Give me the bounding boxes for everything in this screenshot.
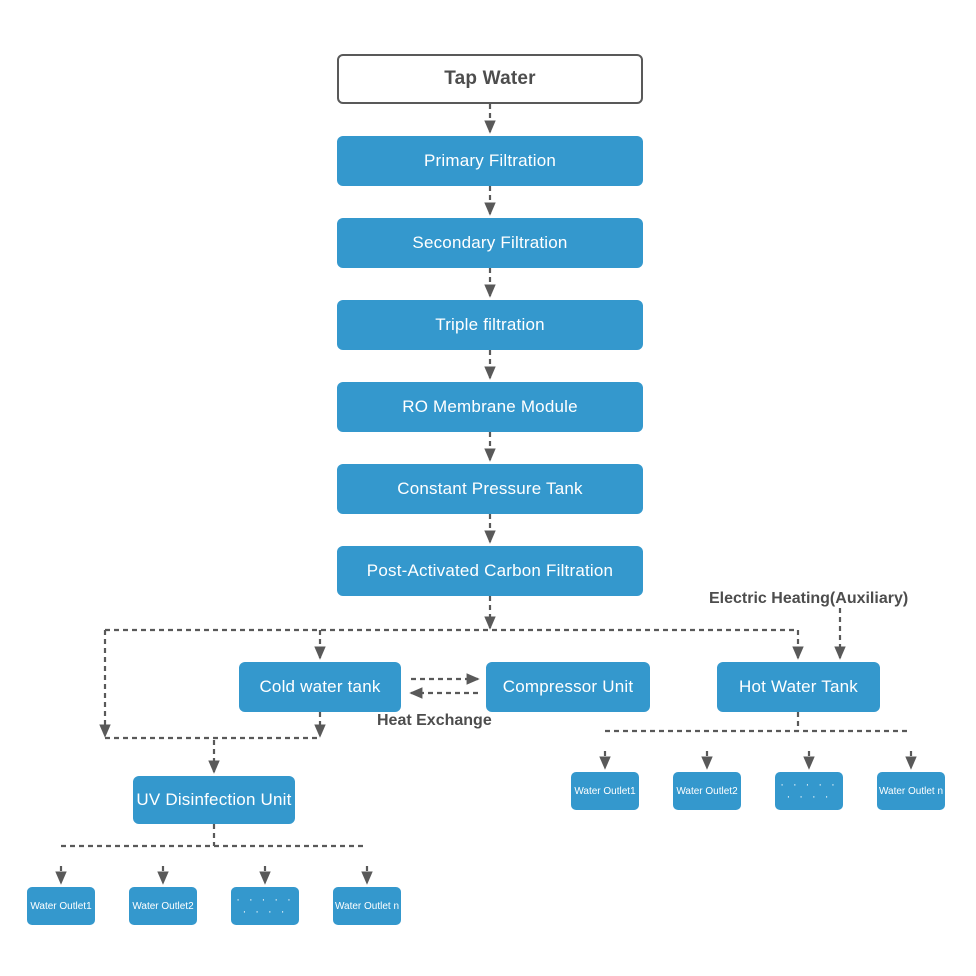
node-hot-water-tank[interactable]: Hot Water Tank (717, 662, 880, 712)
node-secondary-filtration[interactable]: Secondary Filtration (337, 218, 643, 268)
node-label: Cold water tank (259, 676, 381, 696)
node-label: Tap Water (444, 67, 536, 89)
node-post-activated-carbon-filtration[interactable]: Post-Activated Carbon Filtration (337, 546, 643, 596)
node-hot-water-outlet-ellipsis[interactable]: · · · · · · · · · (775, 772, 843, 810)
node-label: Compressor Unit (502, 676, 634, 696)
node-label: RO Membrane Module (402, 396, 578, 416)
node-label: Water Outlet n (878, 785, 944, 797)
node-cold-water-outlet-n[interactable]: Water Outlet n (333, 887, 401, 925)
ellipsis-dots: · · · · · · · · · (236, 893, 294, 918)
node-cold-water-outlet-ellipsis[interactable]: · · · · · · · · · (231, 887, 299, 925)
node-label: UV Disinfection Unit (136, 789, 292, 809)
node-label: Water Outlet2 (132, 900, 194, 912)
ellipsis-dots: · · · · · · · · · (780, 778, 838, 803)
node-cold-water-outlet-1[interactable]: Water Outlet1 (27, 887, 95, 925)
node-label: Hot Water Tank (738, 676, 858, 696)
node-hot-water-outlet-2[interactable]: Water Outlet2 (673, 772, 741, 810)
annotation-heat-exchange: Heat Exchange (377, 712, 492, 729)
node-label: Water Outlet1 (574, 785, 636, 797)
node-label: Secondary Filtration (412, 232, 568, 252)
node-primary-filtration[interactable]: Primary Filtration (337, 136, 643, 186)
bus-hot-fanout (605, 712, 911, 733)
node-label: Constant Pressure Tank (397, 478, 583, 498)
node-compressor-unit[interactable]: Compressor Unit (486, 662, 650, 712)
annotation-electric-heating: Electric Heating(Auxiliary) (709, 590, 909, 607)
node-label: Primary Filtration (423, 150, 557, 170)
node-triple-filtration[interactable]: Triple filtration (337, 300, 643, 350)
node-cold-water-outlet-2[interactable]: Water Outlet2 (129, 887, 197, 925)
node-ro-membrane-module[interactable]: RO Membrane Module (337, 382, 643, 432)
node-uv-disinfection-unit[interactable]: UV Disinfection Unit (133, 776, 295, 824)
node-tap-water[interactable]: Tap Water (337, 54, 643, 104)
node-label: Water Outlet n (334, 900, 400, 912)
node-label: Water Outlet2 (676, 785, 738, 797)
node-label: Post-Activated Carbon Filtration (366, 560, 614, 580)
node-label: Water Outlet1 (30, 900, 92, 912)
bus-uv-fanout (61, 824, 367, 848)
node-label: Triple filtration (435, 314, 545, 334)
node-hot-water-outlet-1[interactable]: Water Outlet1 (571, 772, 639, 810)
node-cold-water-tank[interactable]: Cold water tank (239, 662, 401, 712)
node-constant-pressure-tank[interactable]: Constant Pressure Tank (337, 464, 643, 514)
node-hot-water-outlet-n[interactable]: Water Outlet n (877, 772, 945, 810)
